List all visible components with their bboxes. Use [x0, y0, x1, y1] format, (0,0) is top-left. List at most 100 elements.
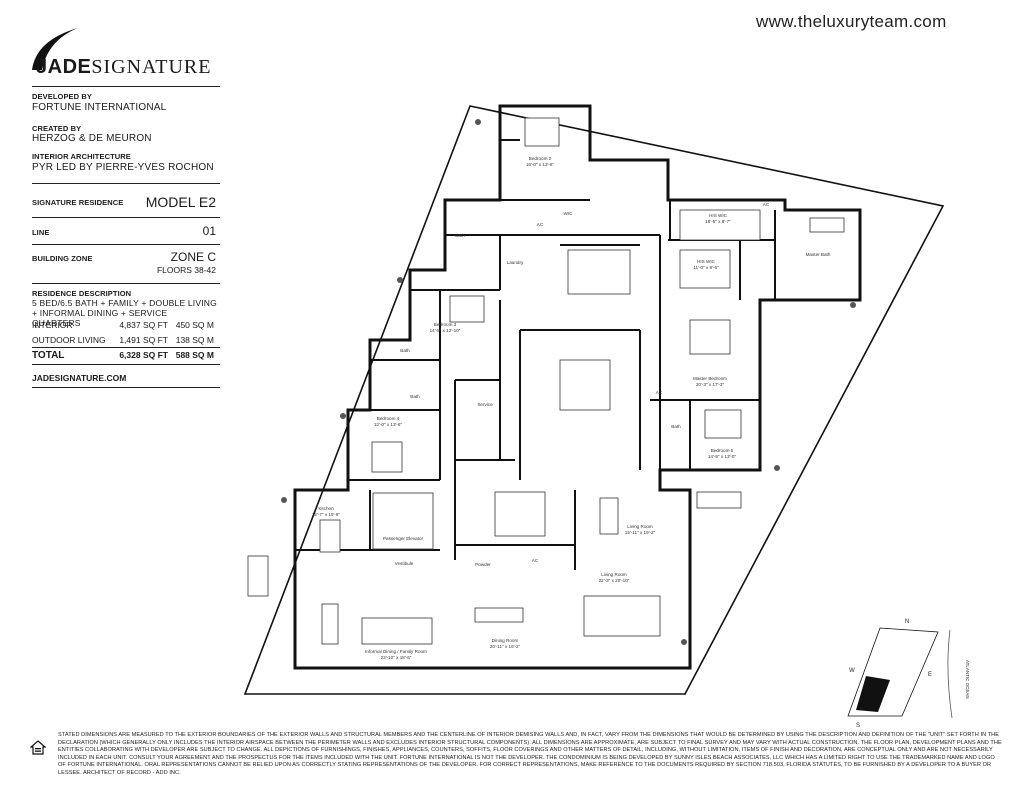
- table-icon: [321, 603, 339, 645]
- room-label: Service: [477, 402, 493, 407]
- created-by-label: CREATED BY: [32, 124, 82, 133]
- brand-logo: JADESIGNATURE: [26, 28, 226, 80]
- room-dims: 18'-5" x 8'-7": [705, 219, 731, 224]
- room-label: Bath: [671, 424, 681, 429]
- furniture: [247, 117, 845, 645]
- planters: [281, 119, 856, 645]
- room-label: HIS WIC: [709, 213, 728, 218]
- room-label: Powder: [475, 562, 491, 567]
- compass-n: N: [905, 619, 909, 625]
- brand-bold: JADE: [36, 56, 92, 78]
- logo-swoosh-icon: [32, 28, 78, 70]
- room-label: Laundry: [507, 260, 524, 265]
- divider: [32, 283, 220, 284]
- table-icon: [247, 555, 269, 597]
- description-value: 5 BED/6.5 BATH + FAMILY + DOUBLE LIVING …: [32, 298, 217, 328]
- room-label: Living Room: [601, 572, 627, 577]
- row-name: OUTDOOR LIVING: [32, 335, 106, 345]
- stair-icon: [494, 491, 546, 537]
- compass-site-map: N S E W ATLANTIC OCEAN: [847, 619, 970, 729]
- sofa-icon: [361, 617, 433, 645]
- room-label: Bath: [455, 233, 465, 238]
- website-url[interactable]: www.theluxuryteam.com: [756, 12, 947, 31]
- room-label: Vestibule: [395, 561, 414, 566]
- room-dims: 15'-11" x 19'-2": [625, 530, 656, 535]
- residence-label: SIGNATURE RESIDENCE: [32, 198, 124, 207]
- sofa-icon: [696, 491, 742, 509]
- room-label: Bedroom 3: [434, 322, 457, 327]
- compass-e: E: [928, 672, 932, 678]
- zone-value: ZONE C: [170, 250, 216, 264]
- plant-icon: [340, 413, 346, 419]
- room-dims: 11'-0" x 8'-6": [693, 265, 719, 270]
- elevator-icon: [559, 359, 611, 411]
- line-label: LINE: [32, 228, 50, 237]
- total-row: TOTAL 6,328 SQ FT 588 SQ M: [32, 350, 214, 361]
- developed-by-value: FORTUNE INTERNATIONAL: [32, 102, 167, 113]
- building-footprint-icon: [856, 676, 890, 712]
- divider: [32, 183, 220, 184]
- row-sqft: 1,491 SQ FT: [119, 335, 168, 345]
- description-label: RESIDENCE DESCRIPTION: [32, 289, 132, 298]
- room-label: Bath: [400, 348, 410, 353]
- room-dims: 20'-11" x 16'-2": [490, 644, 521, 649]
- unit-outer-wall: [293, 104, 862, 670]
- floors-value: FLOORS 38-42: [156, 265, 216, 275]
- room-dims: 14'-8" x 12'-10": [430, 328, 461, 333]
- legal-disclaimer: STATED DIMENSIONS ARE MEASURED TO THE EX…: [58, 732, 1002, 776]
- bed-icon: [371, 441, 403, 473]
- room-label: Bedroom 4: [377, 416, 400, 421]
- room-dims: 12'-7" x 15'-8": [312, 512, 341, 517]
- room-label: Bath: [410, 394, 420, 399]
- room-label: Living Room: [627, 524, 653, 529]
- row-sqm: 138 SQ M: [175, 335, 214, 345]
- room-label: AC: [537, 222, 544, 227]
- interior-value: PYR LED BY PIERRE-YVES ROCHON: [32, 162, 214, 173]
- elevator-icon: [372, 492, 434, 550]
- room-dims: 23'-10" x 18'-6": [381, 655, 412, 660]
- row-sqft: 4,837 SQ FT: [119, 320, 168, 330]
- divider: [32, 86, 220, 87]
- stair-icon: [567, 249, 631, 295]
- line-value: 01: [202, 224, 216, 238]
- created-by-value: HERZOG & DE MEURON: [32, 133, 152, 144]
- tub-icon: [809, 217, 845, 233]
- room-label: Kitchen: [318, 506, 334, 511]
- plant-icon: [397, 277, 403, 283]
- plant-icon: [281, 497, 287, 503]
- interior-row: INTERIOR 4,837 SQ FT 450 SQ M: [32, 320, 214, 330]
- plant-icon: [850, 302, 856, 308]
- island-icon: [319, 519, 341, 553]
- compass-s: S: [856, 723, 860, 729]
- room-label: Bedroom 2: [529, 156, 552, 161]
- divider: [32, 244, 220, 245]
- room-label: AC: [656, 390, 663, 395]
- sofa-icon: [599, 497, 619, 535]
- divider: [32, 347, 220, 348]
- site-link[interactable]: JADESIGNATURE.COM: [32, 373, 127, 383]
- divider: [32, 387, 220, 388]
- total-name: TOTAL: [32, 350, 65, 361]
- equal-housing-icon: [30, 740, 46, 755]
- compass-w: W: [849, 668, 855, 674]
- room-label: Master Bedroom: [693, 376, 727, 381]
- room-label: WIC: [564, 211, 574, 216]
- bed-icon: [524, 117, 560, 147]
- room-label: AC: [532, 558, 539, 563]
- room-label: Informal Dining / Family Room: [365, 649, 427, 654]
- developed-by-label: DEVELOPED BY: [32, 92, 92, 101]
- divider: [32, 217, 220, 218]
- room-dims: 16'-0" x 13'-6": [526, 162, 555, 167]
- interior-label: INTERIOR ARCHITECTURE: [32, 152, 131, 161]
- plant-icon: [475, 119, 481, 125]
- room-label: AC: [763, 202, 770, 207]
- room-label: Bedroom 5: [711, 448, 734, 453]
- dining-table-icon: [474, 607, 524, 623]
- model-value: MODEL E2: [145, 194, 216, 210]
- brand-name: JADESIGNATURE: [36, 56, 211, 79]
- bed-icon: [704, 409, 742, 439]
- total-sqm: 588 SQ M: [175, 350, 214, 360]
- row-sqm: 450 SQ M: [175, 320, 214, 330]
- divider: [32, 364, 220, 365]
- bed-icon: [689, 319, 731, 355]
